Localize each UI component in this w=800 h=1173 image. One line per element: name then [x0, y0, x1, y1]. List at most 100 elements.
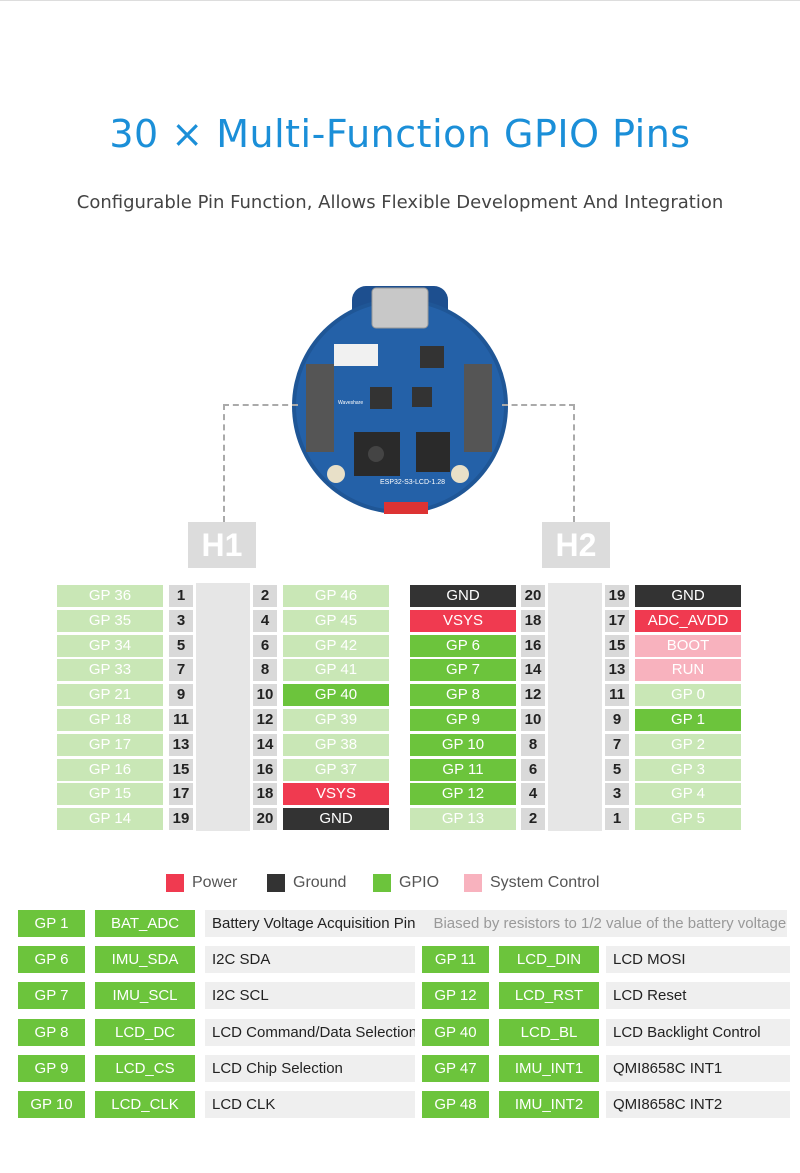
pin-number: 20 [521, 585, 545, 607]
h1-connector-body [196, 583, 250, 831]
legend-label: GPIO [399, 874, 440, 891]
pin-label: GND [283, 808, 389, 831]
pin-label: GP 42 [283, 634, 389, 657]
function-tag: LCD_RST [499, 982, 599, 1010]
top-divider [0, 0, 800, 1]
pin-label: GND [635, 585, 741, 607]
function-description: QMI8658C INT2 [606, 1091, 790, 1119]
gpio-tag: GP 48 [422, 1091, 489, 1119]
pin-number: 11 [169, 709, 193, 731]
function-description: I2C SDA [205, 946, 415, 973]
pin-label: GP 14 [57, 808, 163, 831]
pin-label: VSYS [283, 783, 389, 806]
pin-number: 20 [253, 808, 277, 831]
function-description: LCD Reset [606, 982, 790, 1010]
pin-number: 16 [521, 634, 545, 657]
pin-label: GP 9 [410, 709, 516, 731]
h2-connector-line [502, 404, 575, 522]
h1-label: H1 [188, 522, 256, 568]
page-title: 30 × Multi-Function GPIO Pins [109, 112, 691, 156]
pin-label: GP 8 [410, 684, 516, 707]
function-tag: LCD_CLK [95, 1091, 195, 1119]
pin-number: 8 [521, 733, 545, 756]
function-tag: IMU_INT2 [499, 1091, 599, 1119]
function-tag: BAT_ADC [95, 910, 195, 937]
pin-label: GP 4 [635, 783, 741, 806]
pin-number: 17 [169, 783, 193, 806]
pin-number: 11 [605, 684, 629, 707]
function-tag: LCD_CS [95, 1054, 195, 1082]
brand-logo: Waveshare [338, 400, 363, 406]
pin-label: GP 12 [410, 783, 516, 806]
pin-number: 4 [521, 783, 545, 806]
pin-label: GP 33 [57, 659, 163, 682]
pin-label: GP 35 [57, 609, 163, 632]
pin-number: 1 [605, 808, 629, 831]
function-description: LCD Chip Selection [205, 1054, 415, 1082]
pin-number: 15 [169, 758, 193, 781]
pin-label: ADC_AVDD [635, 609, 741, 632]
pin-label: GP 18 [57, 709, 163, 731]
h2-label: H2 [542, 522, 610, 568]
pin-number: 19 [169, 808, 193, 831]
legend-label: System Control [490, 874, 600, 891]
function-tag: LCD_BL [499, 1018, 599, 1046]
pin-number: 18 [253, 783, 277, 806]
pin-number: 6 [253, 634, 277, 657]
function-tag: IMU_INT1 [499, 1054, 599, 1082]
pin-label: GP 0 [635, 684, 741, 707]
pin-number: 14 [253, 733, 277, 756]
function-description: LCD MOSI [606, 946, 790, 973]
usb-c-port-icon [371, 287, 429, 329]
pin-number: 19 [605, 585, 629, 607]
pin-label: GP 7 [410, 659, 516, 682]
pin-number: 2 [521, 808, 545, 831]
pin-label: BOOT [635, 634, 741, 657]
pin-label: GP 37 [283, 758, 389, 781]
pin-label: GP 34 [57, 634, 163, 657]
gpio-tag: GP 10 [18, 1091, 85, 1119]
pin-label: GP 6 [410, 634, 516, 657]
pin-label: GP 1 [635, 709, 741, 731]
pin-number: 18 [521, 609, 545, 632]
function-tag: LCD_DC [95, 1018, 195, 1046]
pin-number: 16 [253, 758, 277, 781]
ground-swatch-icon [267, 874, 285, 892]
pin-number: 10 [253, 684, 277, 707]
pin-number: 5 [605, 758, 629, 781]
pin-label: GP 16 [57, 758, 163, 781]
pin-label: GP 13 [410, 808, 516, 831]
legend-label: Power [192, 874, 238, 891]
pin-number: 13 [605, 659, 629, 682]
h1-connector-line [223, 404, 298, 522]
system-control-swatch-icon [464, 874, 482, 892]
pin-number: 5 [169, 634, 193, 657]
pin-number: 13 [169, 733, 193, 756]
pin-number: 10 [521, 709, 545, 731]
pin-label: GP 3 [635, 758, 741, 781]
pin-label: GP 5 [635, 808, 741, 831]
pin-label: GP 40 [283, 684, 389, 707]
function-description: QMI8658C INT1 [606, 1054, 790, 1082]
pin-label: GP 46 [283, 585, 389, 607]
pin-number: 12 [521, 684, 545, 707]
function-description: I2C SCL [205, 982, 415, 1010]
pin-label: GP 15 [57, 783, 163, 806]
pin-number: 1 [169, 585, 193, 607]
pin-number: 3 [605, 783, 629, 806]
pin-number: 12 [253, 709, 277, 731]
pin-number: 7 [605, 733, 629, 756]
pin-label: RUN [635, 659, 741, 682]
gpio-tag: GP 8 [18, 1018, 85, 1046]
h1-header-icon [306, 364, 334, 452]
description-text: Battery Voltage Acquisition Pin [212, 915, 416, 932]
page-subtitle: Configurable Pin Function, Allows Flexib… [76, 192, 724, 213]
pin-label: GP 38 [283, 733, 389, 756]
pin-number: 15 [605, 634, 629, 657]
pin-number: 17 [605, 609, 629, 632]
gpio-tag: GP 12 [422, 982, 489, 1010]
pin-label: GP 45 [283, 609, 389, 632]
function-tag: IMU_SCL [95, 982, 195, 1010]
legend-item: Power [166, 874, 237, 892]
